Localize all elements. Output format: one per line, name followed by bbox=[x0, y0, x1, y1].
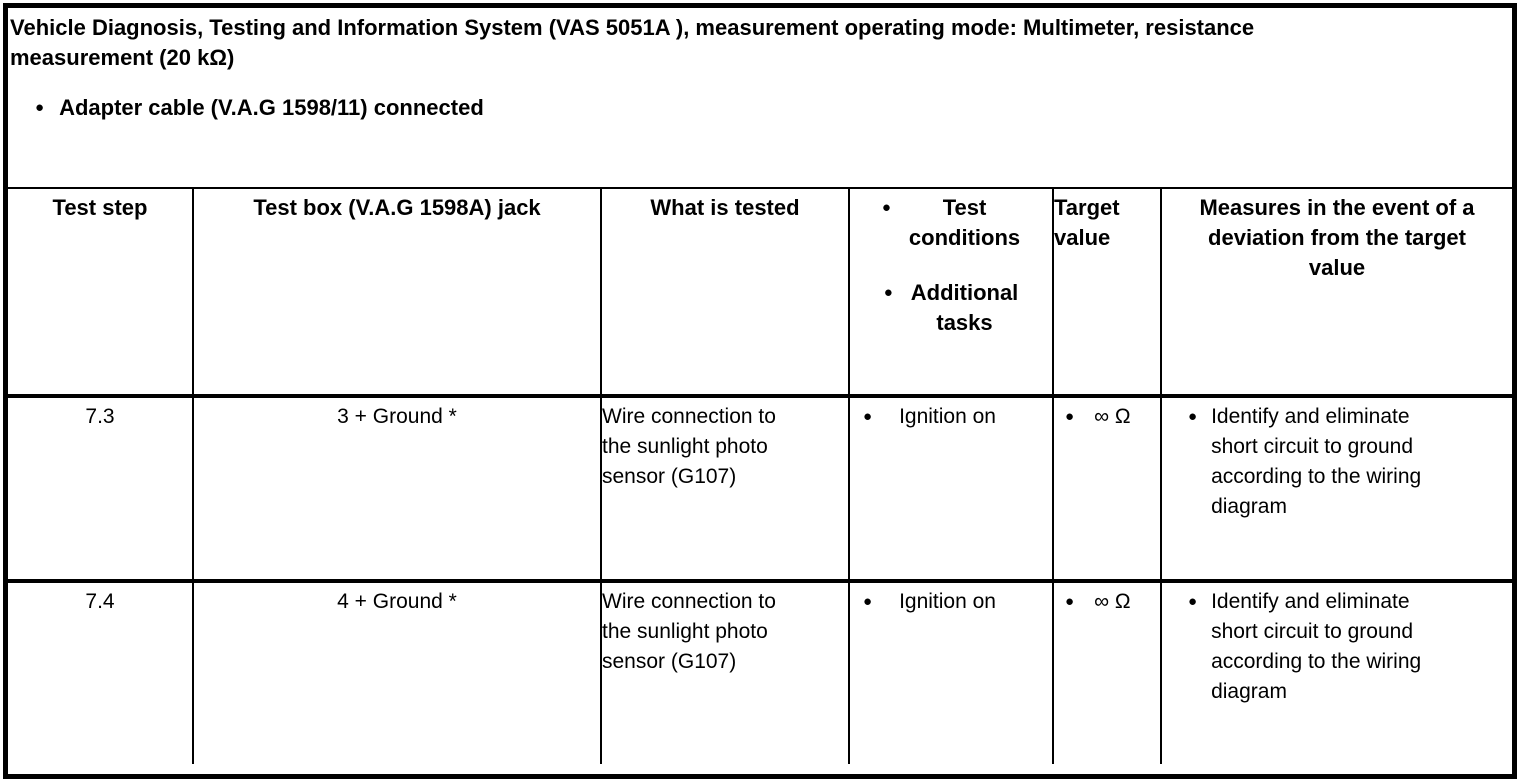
header-test-box-jack: Test box (V.A.G 1598A) jack bbox=[192, 188, 601, 398]
cell-what-is-tested: Wire connection to the sunlight photo se… bbox=[600, 581, 849, 764]
condition-item: ● Ignition on bbox=[850, 587, 1052, 617]
bullet-icon: ● bbox=[1065, 408, 1075, 425]
cell-target-value: ● ∞ Ω bbox=[1052, 581, 1161, 764]
test-procedure-table: Test step Test box (V.A.G 1598A) jack Wh… bbox=[8, 187, 1512, 764]
bullet-icon: ● bbox=[1188, 408, 1198, 425]
measure-item: ● Identify and eliminate short circuit t… bbox=[1162, 587, 1512, 707]
table-row: 7.3 3 + Ground * Wire connection to the … bbox=[8, 396, 1512, 583]
condition-text: Ignition on bbox=[899, 590, 996, 613]
table-row: 7.4 4 + Ground * Wire connection to the … bbox=[8, 581, 1512, 764]
bullet-icon: ● bbox=[863, 593, 873, 610]
header-target-value: Target value bbox=[1052, 188, 1161, 398]
condition-text: Ignition on bbox=[899, 405, 996, 428]
target-value-text: ∞ Ω bbox=[1094, 405, 1131, 428]
adapter-note: ● Adapter cable (V.A.G 1598/11) connecte… bbox=[35, 93, 1512, 123]
document-page: Vehicle Diagnosis, Testing and Informati… bbox=[3, 3, 1517, 779]
header-what-is-tested: What is tested bbox=[600, 188, 849, 398]
adapter-note-text: Adapter cable (V.A.G 1598/11) connected bbox=[59, 95, 484, 120]
cell-target-value: ● ∞ Ω bbox=[1052, 396, 1161, 583]
cell-what-is-tested: Wire connection to the sunlight photo se… bbox=[600, 396, 849, 583]
bullet-icon: ● bbox=[883, 284, 893, 301]
cell-test-conditions: ● Ignition on bbox=[848, 581, 1053, 764]
header-condition-item: ● Additional tasks bbox=[850, 278, 1052, 338]
cell-measures: ● Identify and eliminate short circuit t… bbox=[1160, 581, 1512, 764]
header-condition-item: ● Test conditions bbox=[850, 193, 1052, 253]
bullet-icon: ● bbox=[35, 99, 45, 116]
header-test-step: Test step bbox=[8, 188, 193, 398]
header-condition-label: Test conditions bbox=[908, 195, 1021, 250]
cell-measures: ● Identify and eliminate short circuit t… bbox=[1160, 396, 1512, 583]
measure-item: ● Identify and eliminate short circuit t… bbox=[1162, 402, 1512, 522]
bullet-icon: ● bbox=[1065, 593, 1075, 610]
bullet-icon: ● bbox=[1188, 593, 1198, 610]
target-value-item: ● ∞ Ω bbox=[1054, 402, 1160, 432]
measure-text: Identify and eliminate short circuit to … bbox=[1211, 405, 1422, 518]
header-condition-label: Additional tasks bbox=[910, 280, 1019, 335]
bullet-icon: ● bbox=[881, 199, 891, 216]
header-measures: Measures in the event of a deviation fro… bbox=[1160, 188, 1512, 398]
cell-jack: 3 + Ground * bbox=[192, 396, 601, 583]
target-value-text: ∞ Ω bbox=[1094, 590, 1131, 613]
target-value-item: ● ∞ Ω bbox=[1054, 587, 1160, 617]
cell-test-conditions: ● Ignition on bbox=[848, 396, 1053, 583]
document-title: Vehicle Diagnosis, Testing and Informati… bbox=[10, 15, 1255, 70]
condition-item: ● Ignition on bbox=[850, 402, 1052, 432]
cell-test-step: 7.4 bbox=[85, 590, 115, 613]
bullet-icon: ● bbox=[863, 408, 873, 425]
table-header-row: Test step Test box (V.A.G 1598A) jack Wh… bbox=[8, 188, 1512, 398]
cell-jack: 4 + Ground * bbox=[192, 581, 601, 764]
measure-text: Identify and eliminate short circuit to … bbox=[1211, 590, 1422, 703]
header-test-conditions: ● Test conditions ● Additional tasks bbox=[848, 188, 1053, 398]
cell-test-step: 7.3 bbox=[8, 396, 193, 583]
